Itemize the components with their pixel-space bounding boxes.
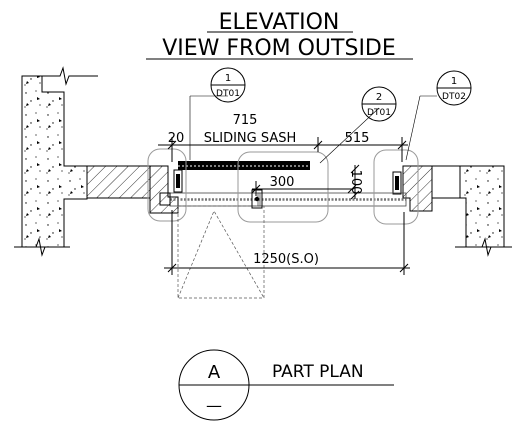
callout-1-number: 1 xyxy=(225,73,231,84)
sliding-sash xyxy=(173,161,402,195)
plan-letter: A xyxy=(208,362,221,383)
callout-3-number: 1 xyxy=(451,76,457,87)
right-frame xyxy=(402,165,460,212)
plan-title: PART PLAN xyxy=(272,362,364,382)
detail-clouds xyxy=(147,148,419,225)
dim-sash-label: SLIDING SASH xyxy=(204,131,297,146)
dim-opening: 1250(S.O) xyxy=(253,252,319,267)
dim-sash-width: 715 xyxy=(233,113,258,128)
dim-right-width: 515 xyxy=(345,131,370,146)
callout-2-dt01: 2 DT01 xyxy=(361,86,397,122)
callout-1-dt02: 1 DT02 xyxy=(436,70,472,106)
right-wall xyxy=(455,165,512,257)
callout-1-sheet: DT01 xyxy=(216,89,240,99)
plan-dash: — xyxy=(206,396,222,415)
title-block: ELEVATION VIEW FROM OUTSIDE xyxy=(146,10,413,61)
top-dimensions: 715 20 SLIDING SASH 515 xyxy=(158,113,408,162)
overlap-dimension: 300 xyxy=(251,175,357,196)
left-frame xyxy=(70,165,179,214)
callout-2-sheet: DT01 xyxy=(367,108,391,118)
swing-indicator xyxy=(177,205,265,299)
dim-overlap: 300 xyxy=(270,175,295,190)
depth-dimension: 100 xyxy=(348,164,363,200)
callout-3-sheet: DT02 xyxy=(442,92,466,102)
title-line-1: ELEVATION xyxy=(219,10,340,35)
dim-left-offset: 20 xyxy=(168,131,185,146)
callout-2-number: 2 xyxy=(376,92,382,103)
title-line-2: VIEW FROM OUTSIDE xyxy=(162,36,396,61)
callout-1-dt01: 1 DT01 xyxy=(210,67,246,103)
opening-dimension: 1250(S.O) xyxy=(164,210,410,275)
dim-depth: 100 xyxy=(348,170,363,195)
fixed-panel xyxy=(159,189,407,209)
left-wall xyxy=(14,66,98,257)
callout-leaders xyxy=(189,95,437,164)
plan-label: A — PART PLAN xyxy=(178,349,394,421)
